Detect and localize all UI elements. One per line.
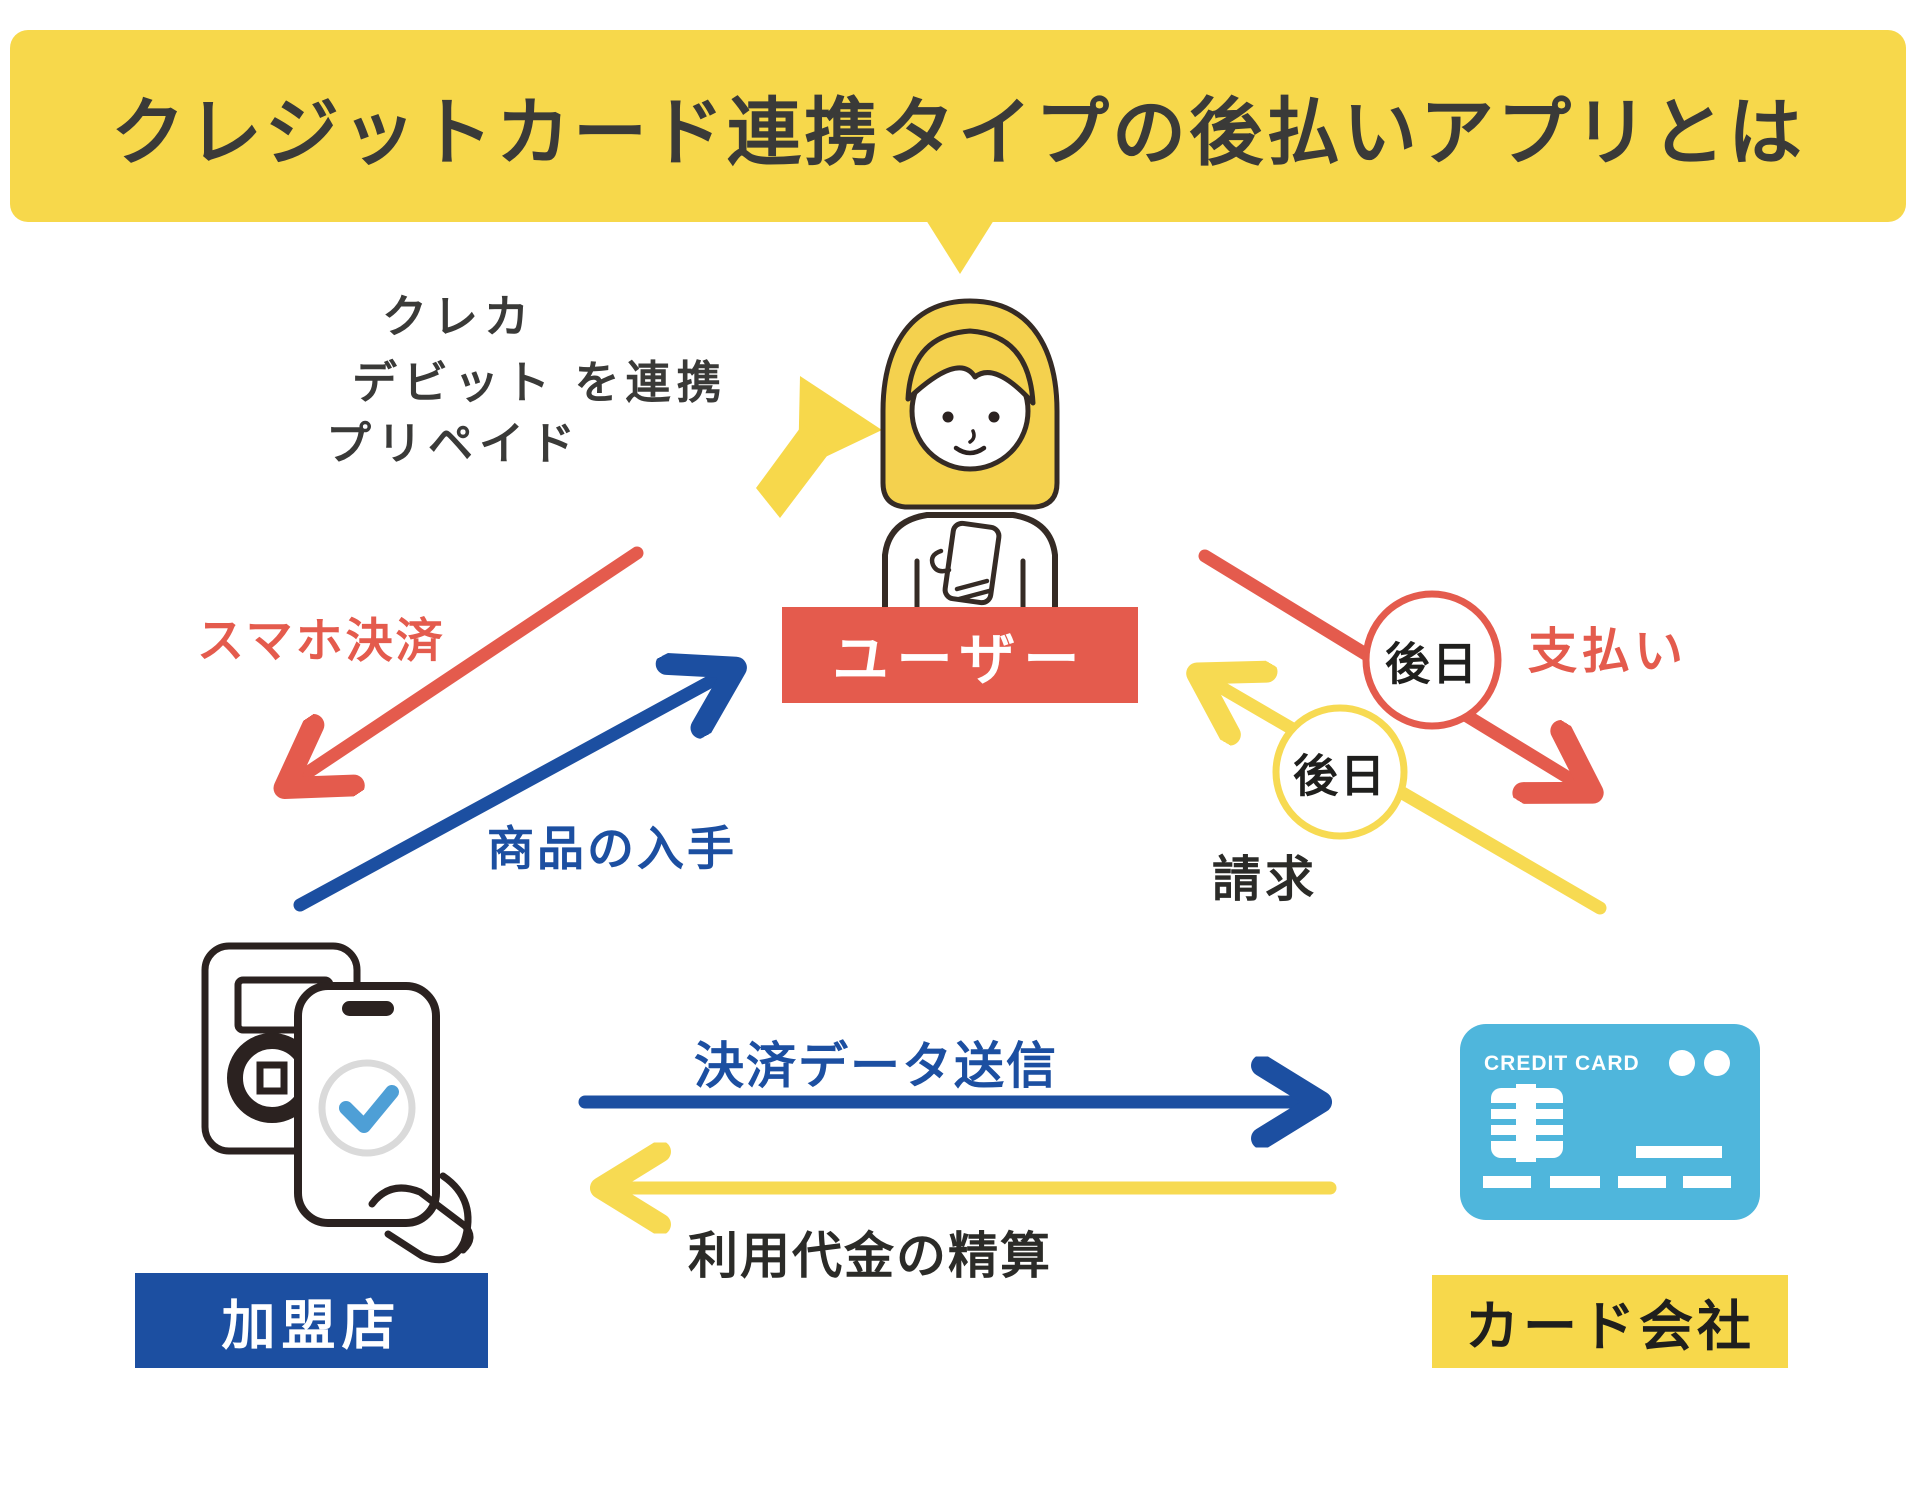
yellow-pointer-arrow-icon [756, 376, 882, 518]
note-prepaid: プリペイド [326, 418, 582, 469]
merchant-terminal-illustration [201, 942, 474, 1264]
hair-fringe [905, 328, 1036, 406]
reader-center [256, 1061, 288, 1095]
user-woman-illustration [880, 298, 1060, 613]
check-icon [339, 1085, 399, 1133]
card-brand-text: CREDIT CARD [1484, 1052, 1640, 1075]
smile [953, 445, 987, 456]
page-title: クレジットカード連携タイプの後払いアプリとは [111, 90, 1805, 174]
node-card-company: カード会社 [1432, 1275, 1788, 1368]
hands [929, 548, 992, 602]
note-creca: クレカ [382, 291, 536, 342]
later-billing-circle [1272, 704, 1408, 840]
label-later-billing: 後日 [1292, 750, 1388, 802]
label-billing: 請求 [1212, 853, 1319, 907]
node-merchant: 加盟店 [135, 1273, 488, 1368]
right-eye [988, 411, 1000, 423]
card-number-dashes [1483, 1176, 1731, 1188]
pointer-tail [756, 424, 830, 518]
card-sig-line [1636, 1146, 1722, 1158]
label-smartphone-payment: スマホ決済 [197, 614, 446, 667]
label-send-payment-data: 決済データ送信 [694, 1038, 1058, 1094]
label-settlement: 利用代金の精算 [688, 1228, 1052, 1284]
hand-thumb [368, 1184, 474, 1254]
title-banner: クレジットカード連携タイプの後払いアプリとは [10, 30, 1906, 222]
nose [968, 429, 976, 444]
hand-edge [384, 1172, 472, 1264]
node-user: ユーザー [782, 607, 1138, 703]
phone-speaker [342, 1001, 394, 1016]
note-debit-link: デビット を連携 [352, 357, 728, 408]
arrow-goods-received [293, 672, 728, 912]
check-ring [318, 1059, 416, 1157]
later-payment-circle [1362, 590, 1502, 730]
label-goods-received: 商品の入手 [487, 822, 737, 875]
left-eye [942, 411, 954, 423]
arm-lines [914, 558, 1026, 613]
banner-speech-tail [926, 220, 994, 274]
credit-card-illustration: CREDIT CARD [1460, 1024, 1760, 1220]
card-dot-1 [1669, 1050, 1695, 1076]
label-payment: 支払い [1528, 625, 1688, 679]
card-chip [1491, 1084, 1563, 1162]
card-dot-2 [1704, 1050, 1730, 1076]
arrow-smartphone-payment [292, 546, 644, 783]
label-later-payment: 後日 [1384, 638, 1480, 690]
